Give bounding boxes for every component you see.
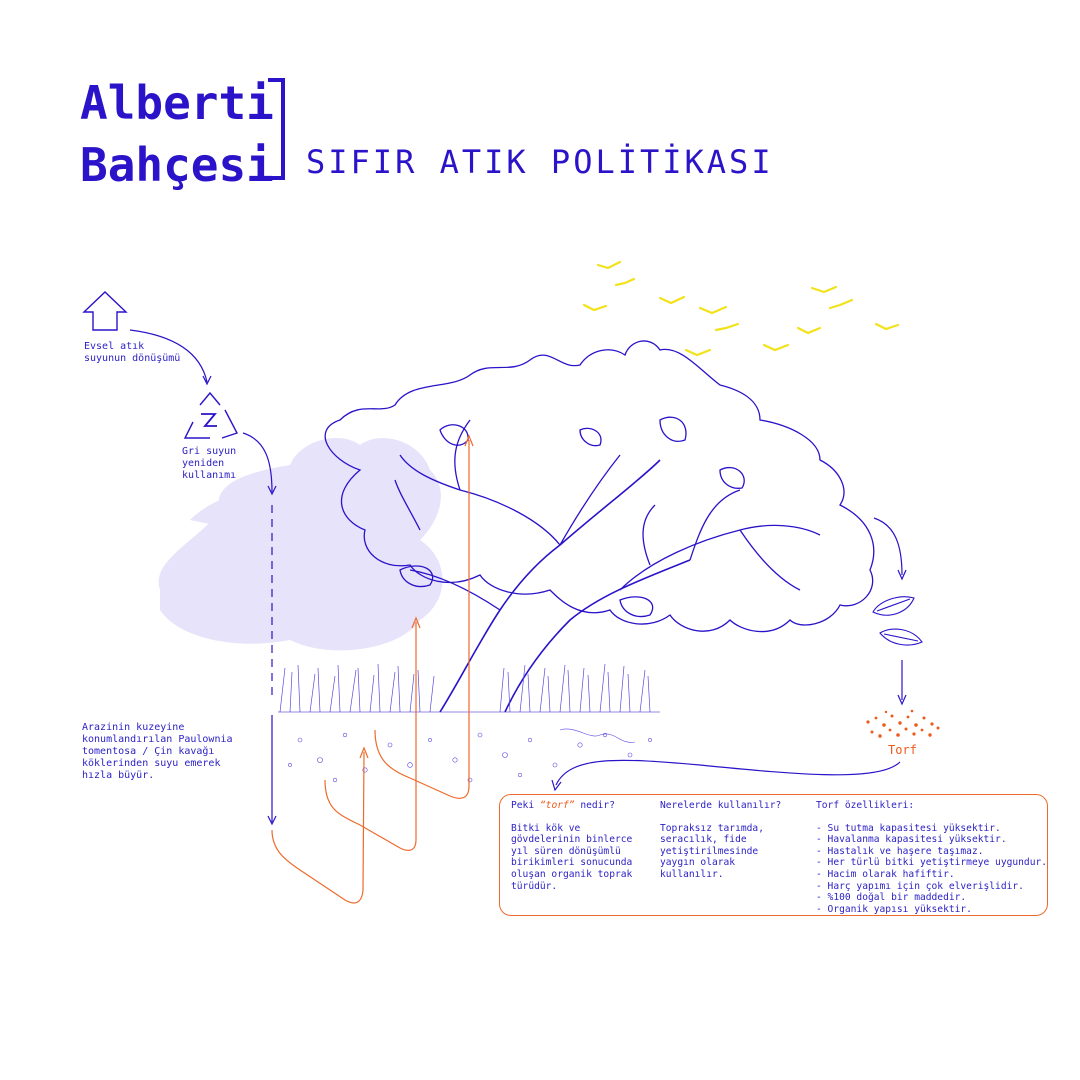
info-box	[499, 794, 1048, 916]
bird-icon	[658, 295, 686, 305]
bird-icon	[684, 348, 712, 357]
bird-icon	[796, 326, 822, 335]
list-item: - Her türlü bitki yetiştirmeye uygundur.	[816, 857, 1048, 869]
bird-icon	[614, 277, 636, 287]
title-bracket	[268, 78, 285, 180]
root-water-flow	[271, 434, 474, 904]
bird-icon	[698, 305, 728, 315]
bird-icon	[582, 303, 608, 312]
torf-emphasis: “torf”	[539, 800, 575, 811]
bird-icon	[762, 343, 790, 352]
list-item: - Harç yapımı için çok elverişlidir.	[816, 880, 1024, 892]
soil-pattern	[288, 728, 652, 783]
list-item: - Hastalık ve haşere taşımaz.	[816, 845, 984, 857]
label-paulownia: Arazinin kuzeyine konumlandırılan Paulow…	[82, 722, 233, 781]
title-line-2: Bahçesi	[80, 138, 274, 192]
bird-icon	[596, 260, 622, 270]
birds	[582, 260, 900, 357]
bird-icon	[810, 285, 838, 294]
info-col-where-body: Topraksız tarımda, seracılık, fide yetiş…	[660, 822, 764, 880]
grass-right	[499, 663, 651, 713]
peat-icon	[866, 709, 940, 738]
list-item: - Hacim olarak hafiftir.	[816, 868, 955, 880]
info-col-where: Nerelerde kullanılır? Topraksız tarımda,…	[660, 800, 800, 881]
bird-icon	[714, 322, 740, 332]
leaf-to-peat-flow	[551, 517, 907, 792]
grass-left	[279, 663, 435, 713]
title-line-1: Alberti	[80, 76, 274, 130]
list-item: - Organik yapısı yüksektir.	[816, 903, 972, 915]
label-waste-water: Evsel atık suyunun dönüşümü	[84, 341, 181, 364]
list-item: - Havalanma kapasitesi yüksektir.	[816, 834, 1007, 846]
info-col-properties-heading: Torf özellikleri:	[816, 800, 915, 811]
leaf-icon	[872, 596, 923, 646]
bird-icon	[828, 298, 854, 310]
info-col-what: Peki “torf” nedir? Bitki kök ve gövdeler…	[511, 800, 651, 892]
list-item: - %100 doğal bir maddedir.	[816, 892, 967, 904]
bird-icon	[874, 322, 900, 331]
waste-water-flow	[129, 329, 277, 826]
house-arrow-icon	[82, 291, 128, 331]
page-subtitle: SIFIR ATIK POLİTİKASI	[306, 143, 774, 181]
recycle-icon	[183, 391, 239, 439]
info-col-what-heading: Peki “torf” nedir?	[511, 800, 615, 811]
label-peat: Torf	[888, 743, 917, 757]
info-col-what-body: Bitki kök ve gövdelerinin binlerce yıl s…	[511, 822, 633, 892]
info-col-where-heading: Nerelerde kullanılır?	[660, 800, 782, 811]
info-col-properties: Torf özellikleri: - Su tutma kapasitesi …	[816, 800, 1048, 916]
properties-list: - Su tutma kapasitesi yüksektir. - Haval…	[816, 822, 1048, 916]
shadow-tree	[158, 437, 443, 651]
list-item: - Su tutma kapasitesi yüksektir.	[816, 822, 1001, 834]
label-grey-water: Gri suyun yeniden kullanımı	[182, 446, 237, 481]
